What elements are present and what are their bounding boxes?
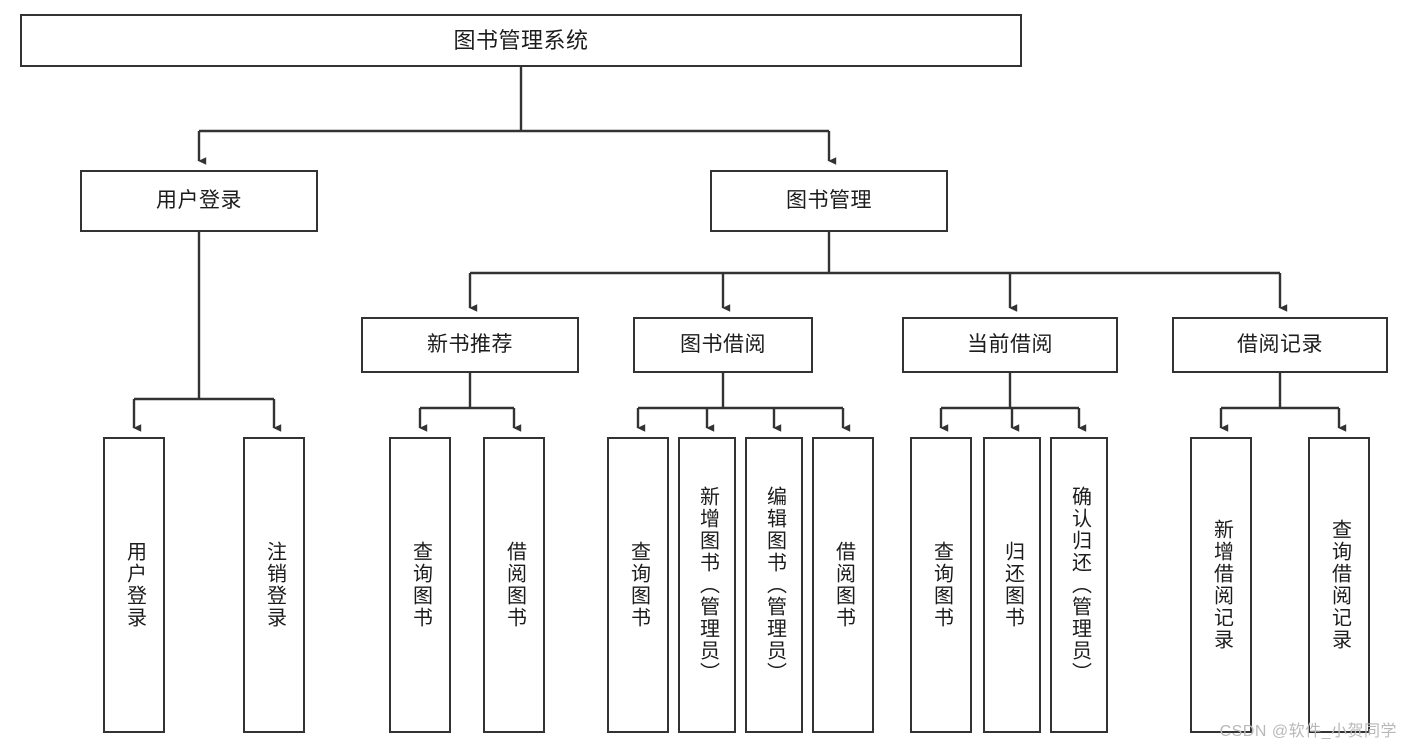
leaf-user-login-label: 用户登录 bbox=[123, 541, 146, 629]
leaf-query-record-label: 查询借阅记录 bbox=[1328, 519, 1351, 651]
leaf-query-book-1[interactable]: 查询图书 bbox=[389, 437, 451, 733]
leaf-edit-book-label: 编辑图书（管理员） bbox=[763, 486, 786, 684]
node-borrow-record-label: 借阅记录 bbox=[1237, 332, 1323, 356]
leaf-user-logout-label: 注销登录 bbox=[263, 541, 286, 629]
leaf-confirm-return-label: 确认归还（管理员） bbox=[1068, 486, 1091, 684]
node-user-login[interactable]: 用户登录 bbox=[80, 170, 318, 232]
leaf-edit-book[interactable]: 编辑图书（管理员） bbox=[745, 437, 803, 733]
node-book-manage-label: 图书管理 bbox=[786, 188, 872, 212]
leaf-borrow-book-1-label: 借阅图书 bbox=[503, 541, 526, 629]
node-borrow-record[interactable]: 借阅记录 bbox=[1172, 317, 1388, 373]
node-root-label: 图书管理系统 bbox=[453, 27, 589, 53]
leaf-return-book-label: 归还图书 bbox=[1001, 541, 1024, 629]
leaf-return-book[interactable]: 归还图书 bbox=[983, 437, 1041, 733]
leaf-add-book[interactable]: 新增图书（管理员） bbox=[678, 437, 736, 733]
leaf-query-book-1-label: 查询图书 bbox=[409, 541, 432, 629]
node-current-borrow-label: 当前借阅 bbox=[967, 332, 1053, 356]
leaf-borrow-book-2-label: 借阅图书 bbox=[832, 541, 855, 629]
leaf-user-logout[interactable]: 注销登录 bbox=[243, 437, 305, 733]
leaf-query-book-2-label: 查询图书 bbox=[627, 541, 650, 629]
node-new-book-recommend[interactable]: 新书推荐 bbox=[361, 317, 579, 373]
leaf-query-book-3-label: 查询图书 bbox=[930, 541, 953, 629]
node-new-book-recommend-label: 新书推荐 bbox=[427, 332, 513, 356]
node-book-manage[interactable]: 图书管理 bbox=[710, 170, 948, 232]
leaf-add-record-label: 新增借阅记录 bbox=[1210, 519, 1233, 651]
leaf-add-record[interactable]: 新增借阅记录 bbox=[1190, 437, 1252, 733]
csdn-watermark: CSDN @软件_小贺同学 bbox=[1219, 723, 1397, 740]
node-book-borrow[interactable]: 图书借阅 bbox=[633, 317, 813, 373]
leaf-add-book-label: 新增图书（管理员） bbox=[696, 486, 719, 684]
leaf-query-record[interactable]: 查询借阅记录 bbox=[1308, 437, 1370, 733]
leaf-query-book-3[interactable]: 查询图书 bbox=[910, 437, 972, 733]
leaf-query-book-2[interactable]: 查询图书 bbox=[607, 437, 669, 733]
leaf-borrow-book-1[interactable]: 借阅图书 bbox=[483, 437, 545, 733]
node-current-borrow[interactable]: 当前借阅 bbox=[902, 317, 1118, 373]
node-root[interactable]: 图书管理系统 bbox=[20, 14, 1022, 67]
leaf-confirm-return[interactable]: 确认归还（管理员） bbox=[1050, 437, 1108, 733]
node-book-borrow-label: 图书借阅 bbox=[680, 332, 766, 356]
node-user-login-label: 用户登录 bbox=[156, 188, 242, 212]
leaf-borrow-book-2[interactable]: 借阅图书 bbox=[812, 437, 874, 733]
leaf-user-login[interactable]: 用户登录 bbox=[103, 437, 165, 733]
connector-lines bbox=[132, 67, 1347, 432]
